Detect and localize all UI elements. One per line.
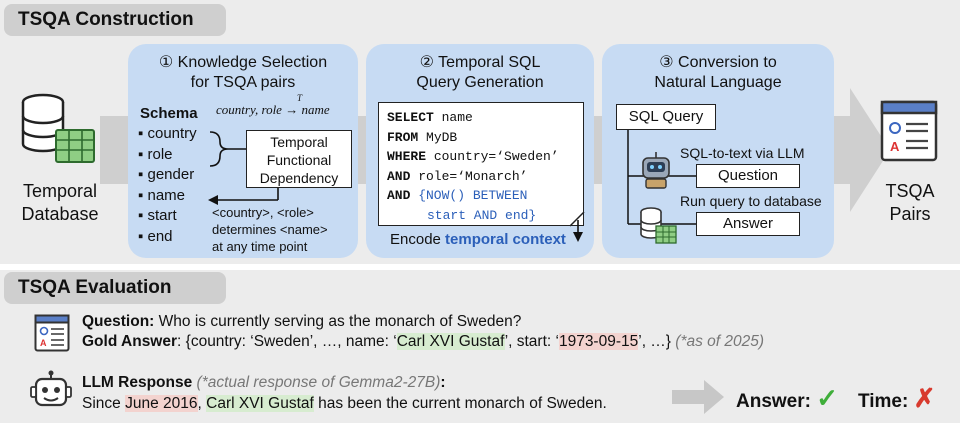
dependency-connector [208,131,279,205]
output-label: TSQA Pairs [885,181,935,224]
sql-line-3: WHERE country=‘Sweden’ [387,149,559,164]
run-query-label: Run query to database [680,193,822,209]
input-label: Temporal Database [21,181,99,224]
document-icon: A [880,100,938,162]
sql-query-box: SELECT name FROM MyDB WHERE country=‘Swe… [378,102,584,226]
step1-panel: ① Knowledge Selection for TSQA pairs Sch… [128,44,358,258]
fd-formula: country, role → name T [216,93,330,117]
question-doc-icon: A [34,314,70,352]
sql-query-label: SQL Query [616,104,716,130]
database-icon [21,93,95,163]
sql-line-6: start AND end} [427,207,537,223]
svg-text:A: A [40,338,47,348]
time-verdict: Time: ✗ [858,383,936,413]
field-role: ▪ role [138,145,173,163]
resp-date-highlight: June 2016 [125,395,198,412]
sql-line-5: AND {NOW() BETWEEN [387,188,528,203]
step3-panel: ③ Conversion to Natural Language SQL Que… [602,44,834,258]
llm-robot-icon [30,370,72,407]
small-database-icon [640,207,677,244]
sql-line-1: SELECT name [387,110,473,125]
step2-title: ② Temporal SQL Query Generation [416,54,544,91]
schema-label: Schema [140,105,198,122]
construction-title: TSQA Construction [4,4,226,36]
robot-icon [642,152,670,189]
step2-caption: Encode temporal context [390,231,566,248]
eval-gold-answer: Gold Answer: {country: ‘Sweden’, …, name… [82,333,765,350]
answer-verdict: Answer: ✓ [736,383,839,413]
eval-question: Question: Who is currently serving as th… [82,313,522,330]
sql-line-4: AND role=‘Monarch’ [387,168,528,184]
svg-text:A: A [890,139,900,154]
answer-box: Answer [696,212,800,236]
schema-fields: ▪ country ▪ role ▪ gender ▪ name ▪ start… [138,124,197,247]
field-name: ▪ name [138,186,186,204]
step2-panel: ② Temporal SQL Query Generation SELECT n… [366,44,594,258]
llm-note: (*actual response of Gemma2-27B) [196,374,441,391]
field-country: ▪ country [138,125,197,142]
cross-icon: ✗ [913,383,936,413]
resp-name-highlight: Carl XVI Gustaf [206,395,314,412]
eval-arrow [672,380,724,414]
gold-date-highlight: 1973-09-15 [558,333,639,350]
gold-note: (*as of 2025) [675,333,765,350]
field-end: ▪ end [138,227,173,245]
step3-title: ③ Conversion to Natural Language [654,54,782,91]
tfd-box: Temporal Functional Dependency [246,130,352,188]
tfd-note: <country>, <role> determines <name> at a… [212,205,328,254]
eval-llm-label: LLM Response (*actual response of Gemma2… [82,374,446,391]
gold-name-highlight: Carl XVI Gustaf [396,333,505,350]
sql-line-2: FROM MyDB [387,129,458,145]
sql-to-text-label: SQL-to-text via LLM [680,145,805,161]
question-box: Question [696,164,800,188]
sql-down-arrow [569,211,585,242]
evaluation-title: TSQA Evaluation [4,272,226,304]
field-gender: ▪ gender [138,166,195,183]
check-icon: ✓ [816,383,839,413]
eval-llm-response: Since June 2016, Carl XVI Gustaf has bee… [82,395,607,412]
step1-title: ① Knowledge Selection for TSQA pairs [158,54,328,91]
field-start: ▪ start [138,207,177,224]
